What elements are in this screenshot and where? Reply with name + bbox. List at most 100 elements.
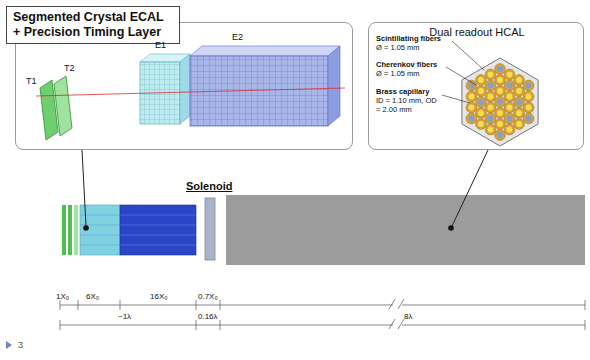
fiber xyxy=(476,119,487,130)
scintillating-fiber xyxy=(516,110,522,116)
illustration-part xyxy=(120,245,196,246)
cherenkov-fiber xyxy=(488,83,494,89)
fiber xyxy=(504,80,515,91)
scintillating-fiber xyxy=(516,88,522,94)
layer-name: T2 xyxy=(64,63,75,73)
brass-capillary xyxy=(466,113,477,124)
illustration-part xyxy=(190,56,328,126)
fiber xyxy=(495,86,506,97)
cherenkov-fiber xyxy=(469,116,475,122)
fiber xyxy=(495,64,506,75)
e1-bar xyxy=(80,205,120,255)
illustration-part xyxy=(80,215,120,216)
fiber xyxy=(523,102,534,113)
brass-capillary xyxy=(523,113,534,124)
dimension: ~1λ xyxy=(118,312,131,321)
fiber xyxy=(514,108,525,119)
scintillating-fiber xyxy=(507,105,513,111)
ecal-e2 xyxy=(190,46,340,126)
fiber xyxy=(495,75,506,86)
illustration-part xyxy=(220,320,221,330)
brass-capillary xyxy=(466,102,477,113)
brass-capillary xyxy=(485,80,496,91)
brass-capillary xyxy=(504,124,515,135)
scintillating-fiber xyxy=(497,88,503,94)
brass-capillary xyxy=(495,119,506,130)
scintillating-fiber xyxy=(488,94,494,100)
cherenkov-fiber xyxy=(507,83,513,89)
brass-capillary xyxy=(495,75,506,86)
fiber xyxy=(485,124,496,135)
fiber xyxy=(514,75,525,86)
timing-bar xyxy=(74,205,78,255)
scintillating-fiber xyxy=(488,72,494,78)
brass-capillary xyxy=(466,80,477,91)
scintillating-fiber xyxy=(497,77,503,83)
illustration-part xyxy=(180,54,190,124)
cherenkov-fiber xyxy=(497,66,503,72)
brass-capillary xyxy=(495,64,506,75)
fiber xyxy=(504,91,515,102)
fiber xyxy=(466,80,477,91)
scintillating-fiber xyxy=(516,121,522,127)
scintillating-fiber xyxy=(507,94,513,100)
ecal-inset: Segmented Crystal ECAL + Precision Timin… xyxy=(15,22,353,150)
brass-capillary xyxy=(485,91,496,102)
brass-capillary xyxy=(523,91,534,102)
brass-capillary xyxy=(495,130,506,141)
illustration-part xyxy=(448,225,454,231)
fiber xyxy=(495,119,506,130)
illustration-part xyxy=(446,67,476,85)
illustration-part xyxy=(60,320,61,330)
cherenkov-fiber xyxy=(507,116,513,122)
brass-capillary xyxy=(485,69,496,80)
timing-bar xyxy=(68,205,72,255)
solenoid-bar xyxy=(205,198,215,260)
illustration-part xyxy=(80,215,196,245)
layer-name: E1 xyxy=(155,40,166,50)
fiber xyxy=(485,80,496,91)
hcal-module xyxy=(462,58,538,146)
timing-bar xyxy=(62,205,66,255)
brass-capillary xyxy=(523,102,534,113)
fiber-label: Scintillating fibers xyxy=(376,35,441,44)
brass-capillary xyxy=(495,108,506,119)
cherenkov-fiber xyxy=(497,132,503,138)
fiber xyxy=(495,108,506,119)
layer-name: T1 xyxy=(26,76,37,86)
fiber xyxy=(485,91,496,102)
illustration-part xyxy=(78,300,79,310)
fiber-grid xyxy=(466,64,534,141)
illustration-part xyxy=(196,300,197,310)
illustration-part xyxy=(80,235,120,236)
inset-leaders xyxy=(82,150,488,231)
brass-capillary xyxy=(476,108,487,119)
brass-capillary xyxy=(514,86,525,97)
brass-capillary xyxy=(476,97,487,108)
timing-layer-t2 xyxy=(54,76,72,136)
scintillating-fiber xyxy=(488,105,494,111)
fiber-label: Cherenkov fibers xyxy=(376,61,437,70)
fiber xyxy=(466,102,477,113)
brass-capillary xyxy=(504,113,515,124)
illustration-part xyxy=(585,300,586,310)
cherenkov-fiber xyxy=(488,116,494,122)
illustration-part xyxy=(80,245,120,246)
inset-title: Dual readout HCAL xyxy=(429,26,524,39)
illustration-part xyxy=(389,299,395,309)
cherenkov-fiber xyxy=(526,116,532,122)
illustration-part xyxy=(398,299,404,309)
brass-capillary xyxy=(485,124,496,135)
fiber xyxy=(514,86,525,97)
cherenkov-fiber xyxy=(516,99,522,105)
illustration-part xyxy=(442,95,470,103)
scintillating-fiber xyxy=(478,77,484,83)
illustration-part xyxy=(196,320,197,330)
layer-name: E2 xyxy=(232,32,243,42)
ecal-bars xyxy=(62,205,196,255)
fiber-leaders xyxy=(442,41,484,103)
brass-capillary xyxy=(476,75,487,86)
illustration-part xyxy=(402,305,585,306)
e2-bar xyxy=(120,205,196,255)
